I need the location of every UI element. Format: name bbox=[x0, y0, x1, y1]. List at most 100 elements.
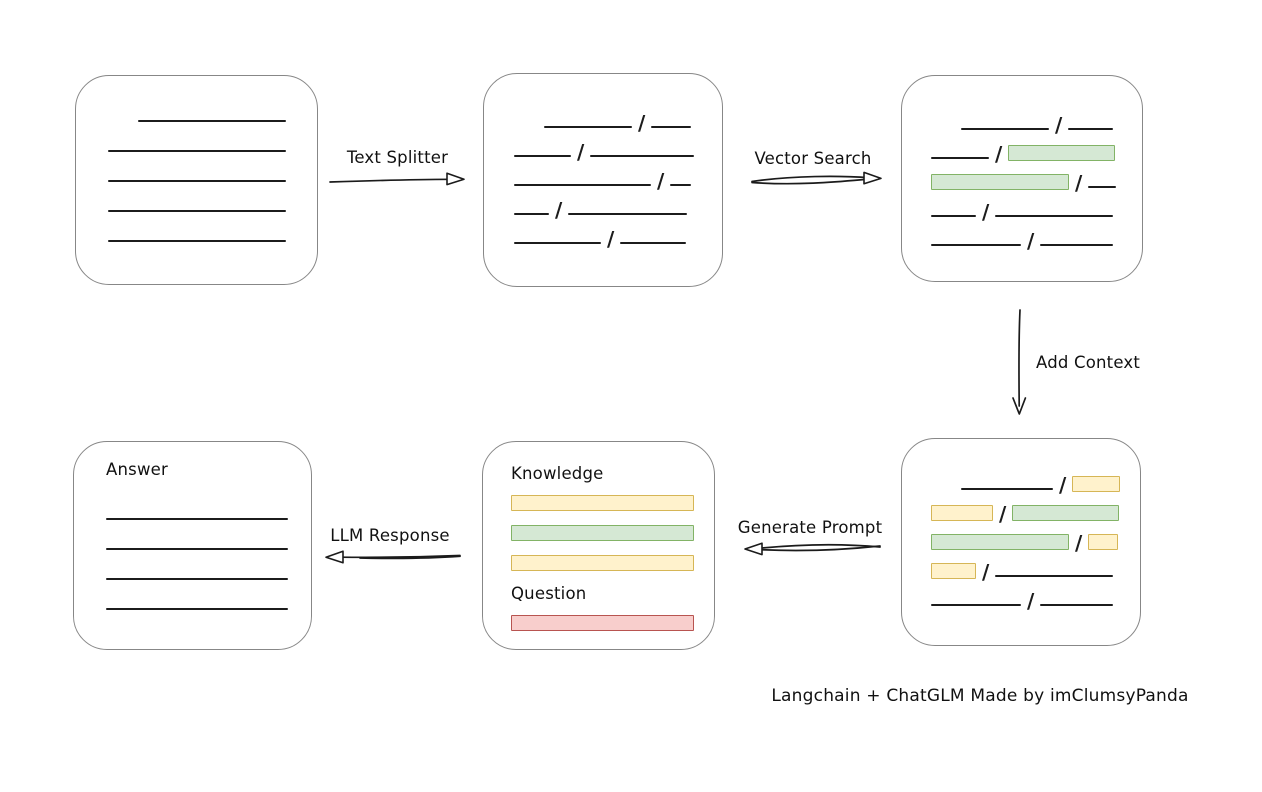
box-row: / bbox=[514, 159, 722, 193]
diagram-caption: Langchain + ChatGLM Made by imClumsyPand… bbox=[771, 686, 1189, 706]
split-chunks-box: / / / / / bbox=[483, 73, 723, 287]
text-line bbox=[106, 578, 288, 580]
chunk-separator-slash: / bbox=[982, 200, 990, 224]
llm-response-label: LLM Response bbox=[330, 526, 450, 545]
section-title: Answer bbox=[106, 459, 168, 479]
box-row bbox=[511, 488, 714, 518]
text-line bbox=[568, 213, 688, 215]
box-row bbox=[106, 564, 311, 594]
box-row: / bbox=[544, 101, 722, 133]
text-line bbox=[138, 120, 286, 122]
text-splitter-arrow bbox=[329, 172, 465, 186]
box-row bbox=[106, 594, 311, 624]
text-line bbox=[651, 126, 692, 128]
generate-prompt-label: Generate Prompt bbox=[737, 518, 883, 537]
text-line bbox=[106, 518, 288, 520]
yellow-highlight-bar bbox=[511, 495, 694, 511]
green-highlight-bar bbox=[931, 534, 1069, 550]
add-context-label: Add Context bbox=[1036, 353, 1141, 372]
text-line bbox=[670, 184, 692, 186]
box-row bbox=[511, 548, 714, 578]
text-line bbox=[108, 150, 286, 152]
box-row: / bbox=[931, 161, 1142, 195]
box-row bbox=[106, 534, 311, 564]
chunk-separator-slash: / bbox=[555, 198, 563, 222]
green-highlight-bar bbox=[1012, 505, 1120, 521]
text-line bbox=[1040, 604, 1114, 606]
text-line bbox=[961, 128, 1049, 130]
add-context-arrow bbox=[1012, 309, 1027, 415]
box-row bbox=[108, 166, 317, 196]
yellow-highlight-bar bbox=[1072, 476, 1121, 492]
box-row: Answer bbox=[106, 454, 311, 484]
text-line bbox=[514, 242, 601, 244]
box-row: / bbox=[931, 132, 1142, 166]
document-box bbox=[75, 75, 318, 285]
text-line bbox=[106, 548, 288, 550]
vector-search-label: Vector Search bbox=[754, 149, 872, 168]
text-line bbox=[108, 180, 286, 182]
text-line bbox=[931, 215, 976, 217]
box-row bbox=[138, 106, 317, 136]
red-highlight-bar bbox=[511, 615, 694, 631]
box-row bbox=[511, 518, 714, 548]
box-row bbox=[511, 608, 714, 638]
text-line bbox=[544, 126, 632, 128]
box-row: / bbox=[961, 103, 1142, 137]
text-line bbox=[1040, 244, 1114, 246]
box-row: / bbox=[514, 217, 722, 251]
text-line bbox=[995, 575, 1114, 577]
box-row: Question bbox=[511, 578, 714, 608]
box-row bbox=[106, 504, 311, 534]
box-row: / bbox=[514, 188, 722, 222]
chunk-separator-slash: / bbox=[1055, 113, 1063, 137]
box-row: / bbox=[931, 579, 1140, 613]
answer-box: Answer bbox=[73, 441, 312, 650]
chunk-separator-slash: / bbox=[577, 140, 585, 164]
text-line bbox=[620, 242, 687, 244]
text-line bbox=[931, 604, 1021, 606]
llm-response-arrow bbox=[325, 550, 461, 564]
text-line bbox=[1068, 128, 1114, 130]
yellow-highlight-bar bbox=[931, 505, 993, 521]
text-line bbox=[931, 244, 1021, 246]
generate-prompt-arrow bbox=[744, 542, 881, 556]
box-row: / bbox=[931, 550, 1140, 584]
text-line bbox=[995, 215, 1114, 217]
section-title: Knowledge bbox=[511, 463, 604, 483]
green-highlight-bar bbox=[931, 174, 1069, 190]
chunk-separator-slash: / bbox=[1027, 589, 1035, 613]
yellow-highlight-bar bbox=[931, 563, 976, 579]
text-line bbox=[514, 184, 651, 186]
text-line bbox=[961, 488, 1053, 490]
vector-search-results-box: ///// bbox=[901, 75, 1143, 282]
box-row bbox=[108, 136, 317, 166]
chunk-separator-slash: / bbox=[657, 169, 665, 193]
chunk-separator-slash: / bbox=[1075, 171, 1083, 195]
text-line bbox=[590, 155, 695, 157]
text-line bbox=[514, 213, 549, 215]
text-line bbox=[514, 155, 571, 157]
text-line bbox=[931, 157, 989, 159]
box-row: / bbox=[931, 492, 1140, 524]
text-line bbox=[108, 240, 286, 242]
box-row bbox=[108, 226, 317, 256]
text-line bbox=[108, 210, 286, 212]
chunk-separator-slash: / bbox=[1075, 531, 1083, 555]
text-line bbox=[106, 608, 288, 610]
chunk-separator-slash: / bbox=[995, 142, 1003, 166]
box-row: / bbox=[931, 521, 1140, 555]
box-row: / bbox=[961, 463, 1140, 497]
section-title: Question bbox=[511, 583, 587, 603]
chunk-separator-slash: / bbox=[982, 560, 990, 584]
vector-search-arrow bbox=[751, 171, 882, 185]
yellow-highlight-bar bbox=[1088, 534, 1119, 550]
box-row: / bbox=[514, 130, 722, 164]
box-row: Knowledge bbox=[511, 458, 714, 488]
chunk-separator-slash: / bbox=[1059, 473, 1067, 497]
chunk-separator-slash: / bbox=[607, 227, 615, 251]
green-highlight-bar bbox=[511, 525, 694, 541]
green-highlight-bar bbox=[1008, 145, 1116, 161]
